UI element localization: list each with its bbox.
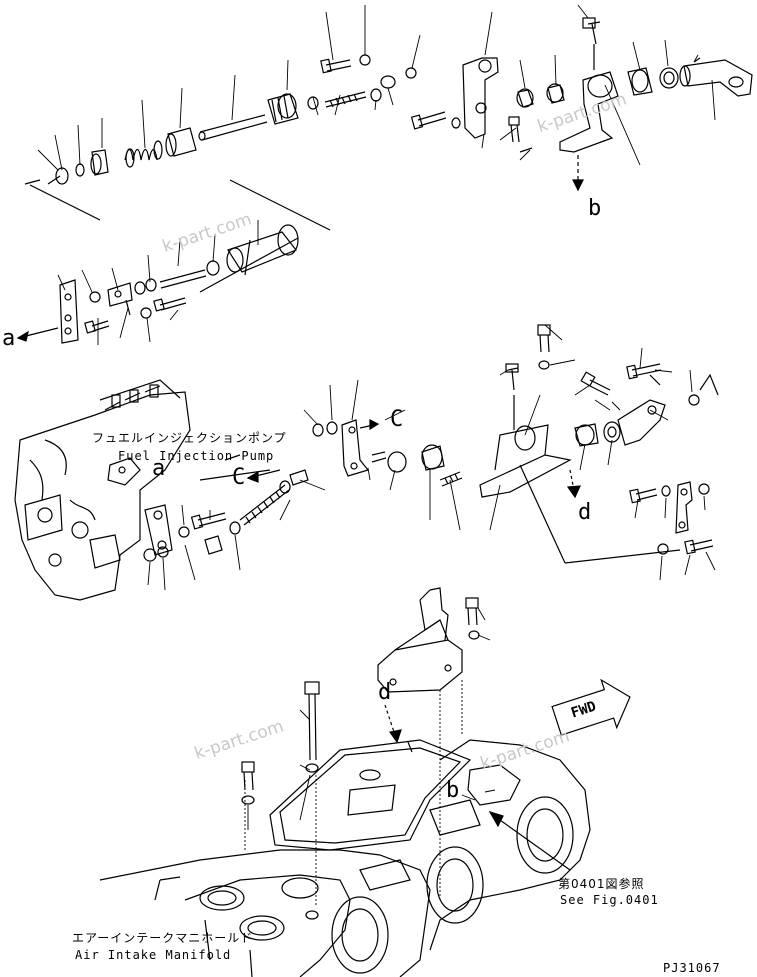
- callout-b-lower: b: [446, 778, 460, 803]
- upper-bracket: [377, 587, 480, 693]
- arrow-d-lower: [384, 704, 402, 744]
- middle-right-linkage: [312, 324, 719, 564]
- pump-label-en: Fuel Injection Pump: [118, 449, 275, 463]
- callout-c-lower: C: [232, 465, 246, 490]
- callout-d-lower: d: [378, 680, 392, 705]
- fuel-injection-pump: [14, 379, 191, 601]
- small-bolt-left: [241, 761, 255, 805]
- callout-a-upper: a: [2, 326, 16, 351]
- callout-b-upper: b: [588, 196, 602, 221]
- callout-a-lower: a: [152, 456, 166, 481]
- top-rod-assembly: [24, 17, 753, 221]
- ref-label-jp: 第0401図参照: [558, 877, 645, 891]
- fwd-arrow-shape: [551, 678, 631, 736]
- arrow-d-mid: [566, 469, 581, 499]
- manifold-label-en: Air Intake Manifold: [75, 948, 232, 962]
- pump-label-jp: フュエルインジェクションポンプ: [92, 431, 287, 445]
- arrow-b: [572, 155, 584, 192]
- callout-d-mid: d: [578, 500, 592, 525]
- ref-label-en: See Fig.0401: [560, 893, 659, 907]
- long-bolt: [304, 681, 320, 920]
- mount-plate: [269, 739, 472, 851]
- air-intake-manifold: [99, 739, 591, 977]
- arrow-ref: [488, 810, 571, 871]
- figure-code: PJ31067: [663, 961, 721, 975]
- manifold-label-jp: エアーインテークマニホールド: [72, 931, 254, 945]
- second-row-assembly: [59, 179, 331, 344]
- arrow-a: [16, 327, 59, 342]
- leader-lines: [37, 4, 716, 905]
- callout-c-upper: C: [390, 407, 404, 432]
- arrow-c-lower: [246, 469, 281, 483]
- middle-left-linkage: [143, 454, 309, 562]
